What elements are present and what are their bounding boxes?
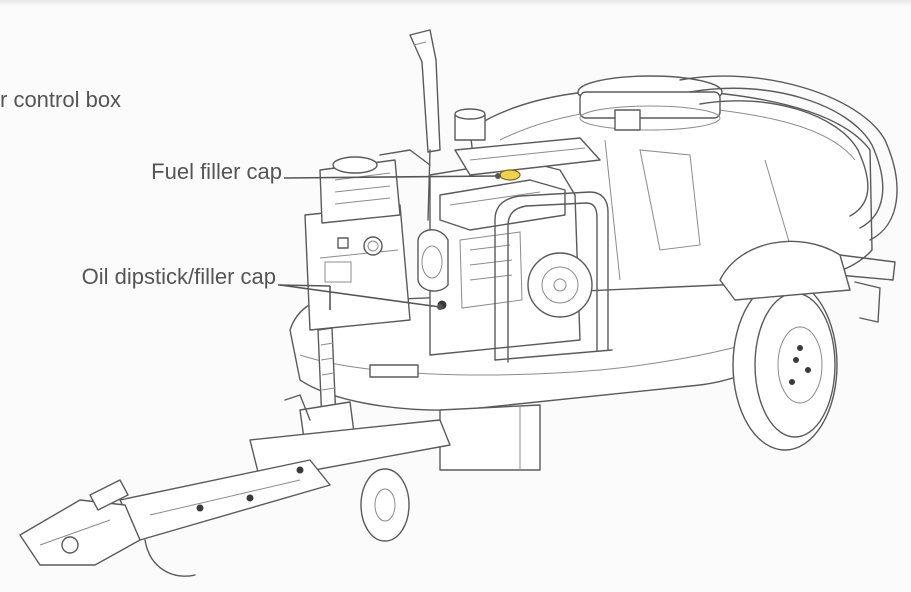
hose-reel-frame	[679, 75, 898, 323]
engine	[417, 159, 593, 356]
fuel-cap-highlight	[499, 169, 521, 181]
leader-lines	[277, 173, 501, 310]
oil-cap-leader	[279, 284, 441, 308]
chassis-base	[289, 283, 811, 471]
trailer-wheel-right	[719, 240, 851, 451]
tow-drawbar	[19, 394, 451, 577]
fuel-tank	[454, 137, 601, 181]
oil-dipstick-filler-cap-label: Oil dipstick/filler cap	[81, 264, 276, 289]
fuel-cap-leader	[283, 175, 499, 179]
scan-edge	[0, 0, 911, 6]
fuel-filler-cap-label: Fuel filler cap	[151, 159, 282, 184]
control-box-label: r control box	[0, 87, 122, 112]
spray-lance	[409, 29, 441, 221]
engine-roll-frame	[494, 191, 613, 363]
